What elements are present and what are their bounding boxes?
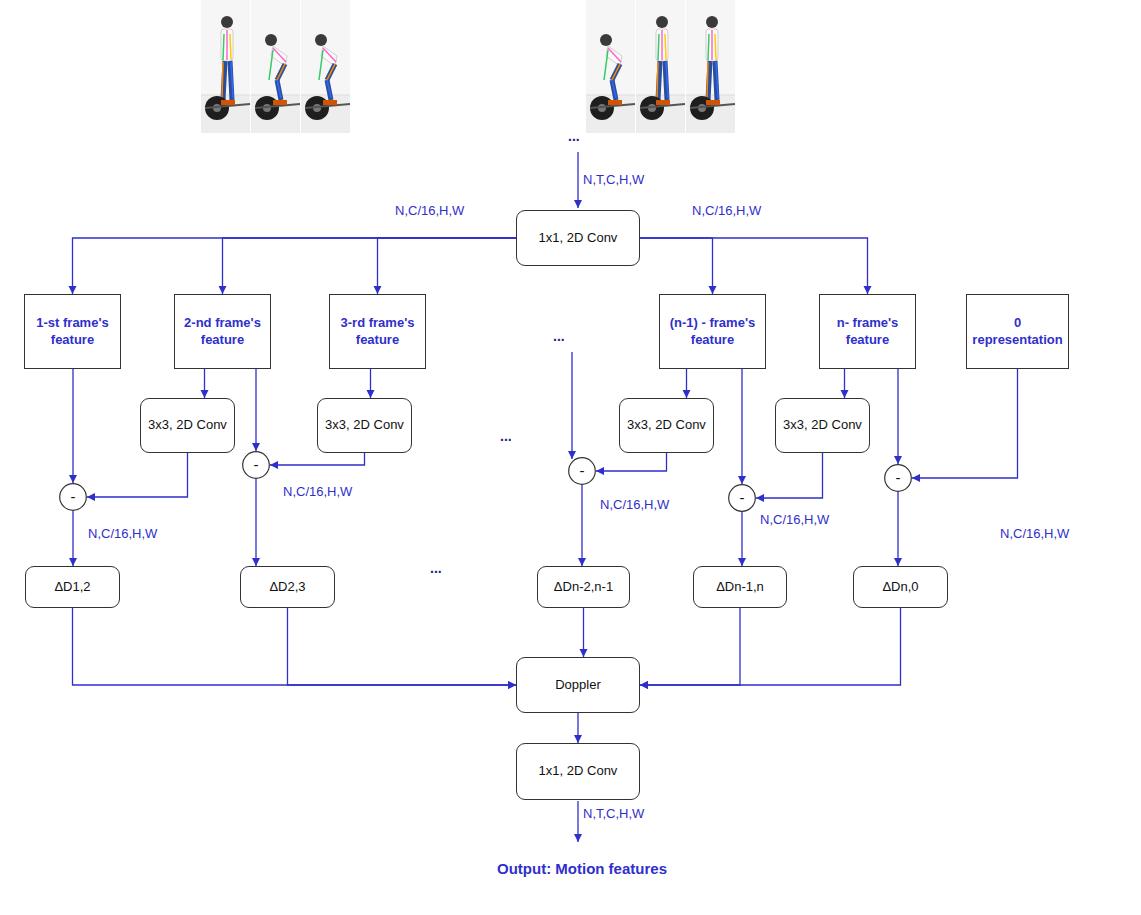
flow-arrow bbox=[640, 238, 868, 294]
node-label: 3-rd frame's feature bbox=[334, 315, 421, 348]
node-label: 1-st frame's feature bbox=[29, 315, 116, 348]
input-arrow bbox=[577, 152, 578, 208]
tensor-shape: N,C/16,H,W bbox=[692, 203, 761, 218]
flow-arrow bbox=[73, 238, 517, 294]
frame-feature-box: 3-rd frame's feature bbox=[329, 294, 426, 369]
video-frame bbox=[301, 0, 350, 133]
tensor-shape: N,T,C,H,W bbox=[583, 172, 644, 187]
video-frame bbox=[201, 0, 250, 133]
flow-arrow bbox=[223, 238, 517, 294]
operator-symbol: - bbox=[896, 470, 901, 485]
flow-arrow bbox=[370, 369, 371, 398]
node-label: (n-1) - frame's feature bbox=[664, 315, 761, 348]
video-frame bbox=[636, 0, 685, 133]
tensor-shape: N,C/16,H,W bbox=[760, 512, 829, 527]
flow-arrow bbox=[255, 369, 256, 451]
ellipsis: ... bbox=[430, 560, 442, 576]
flow-arrow bbox=[270, 453, 365, 465]
frame-feature-box: 1-st frame's feature bbox=[24, 294, 121, 369]
node-label: 1x1, 2D Conv bbox=[539, 230, 618, 246]
difference-box: ΔDn,0 bbox=[853, 566, 948, 608]
node-label: ΔD1,2 bbox=[54, 579, 90, 595]
flow-arrow bbox=[640, 608, 901, 685]
frame-feature-box: (n-1) - frame's feature bbox=[659, 294, 766, 369]
conv-box: 3x3, 2D Conv bbox=[619, 398, 714, 453]
ellipsis: ... bbox=[553, 328, 565, 344]
flow-arrow bbox=[255, 479, 256, 566]
subtract-node: - bbox=[728, 484, 756, 512]
conv-box: 3x3, 2D Conv bbox=[317, 398, 412, 453]
tensor-shape: N,C/16,H,W bbox=[88, 526, 157, 541]
frame-feature-box: 0 representation bbox=[966, 294, 1069, 369]
node-label: 2-nd frame's feature bbox=[179, 315, 266, 348]
node-label: ΔDn-2,n-1 bbox=[554, 579, 613, 595]
subtract-node: - bbox=[568, 457, 596, 485]
node-label: ΔDn,0 bbox=[882, 579, 918, 595]
node-label: 0 representation bbox=[971, 315, 1064, 348]
node-label: Doppler bbox=[555, 677, 601, 693]
node-label: 3x3, 2D Conv bbox=[627, 417, 706, 433]
flow-arrow bbox=[640, 238, 713, 294]
flow-arrow bbox=[912, 369, 1018, 478]
tensor-shape: N,C/16,H,W bbox=[283, 484, 352, 499]
video-frame bbox=[251, 0, 300, 133]
ellipsis-arrow bbox=[571, 352, 572, 459]
difference-box: ΔD1,2 bbox=[25, 566, 120, 608]
flow-arrow bbox=[741, 512, 742, 566]
flow-arrow bbox=[73, 608, 517, 685]
frame-feature-box: n- frame's feature bbox=[819, 294, 916, 369]
operator-symbol: - bbox=[71, 489, 76, 504]
difference-box: ΔDn-2,n-1 bbox=[537, 566, 630, 608]
difference-box: ΔD2,3 bbox=[240, 566, 335, 608]
flow-arrow bbox=[686, 369, 687, 398]
node-label: ΔDn-1,n bbox=[716, 579, 764, 595]
ellipsis: ... bbox=[568, 128, 580, 144]
flow-arrow bbox=[897, 492, 898, 566]
conv-box: Doppler bbox=[516, 657, 640, 713]
node-label: 3x3, 2D Conv bbox=[325, 417, 404, 433]
difference-box: ΔDn-1,n bbox=[693, 566, 787, 608]
flow-arrow bbox=[72, 511, 73, 566]
tensor-shape: N,C/16,H,W bbox=[1000, 526, 1069, 541]
frame-feature-box: 2-nd frame's feature bbox=[174, 294, 271, 369]
flow-arrow bbox=[288, 608, 517, 685]
flow-arrow bbox=[581, 485, 582, 566]
flow-arrow bbox=[378, 238, 517, 294]
node-label: 3x3, 2D Conv bbox=[783, 417, 862, 433]
tensor-shape: N,C/16,H,W bbox=[600, 497, 669, 512]
flow-arrow bbox=[844, 369, 845, 398]
conv-box: 3x3, 2D Conv bbox=[140, 398, 235, 453]
subtract-node: - bbox=[884, 464, 912, 492]
flow-arrow bbox=[72, 369, 73, 483]
flow-arrow bbox=[204, 369, 205, 398]
node-label: n- frame's feature bbox=[824, 315, 911, 348]
flow-arrow bbox=[583, 608, 584, 657]
flow-arrow bbox=[596, 453, 667, 471]
conv-box: 1x1, 2D Conv bbox=[516, 743, 640, 800]
operator-symbol: - bbox=[254, 457, 259, 472]
subtract-node: - bbox=[242, 451, 270, 479]
ellipsis: ... bbox=[500, 428, 512, 444]
flow-arrow bbox=[577, 713, 578, 743]
conv-box: 1x1, 2D Conv bbox=[516, 210, 640, 266]
flow-arrow bbox=[741, 369, 742, 484]
node-label: 3x3, 2D Conv bbox=[148, 417, 227, 433]
output-caption: Output: Motion features bbox=[497, 860, 667, 877]
video-frame bbox=[586, 0, 635, 133]
node-label: 1x1, 2D Conv bbox=[539, 763, 618, 779]
flow-arrow bbox=[87, 453, 188, 497]
operator-symbol: - bbox=[740, 490, 745, 505]
operator-symbol: - bbox=[580, 463, 585, 478]
subtract-node: - bbox=[59, 483, 87, 511]
tensor-shape: N,C/16,H,W bbox=[395, 203, 464, 218]
output-arrow bbox=[577, 801, 578, 842]
flow-arrow bbox=[897, 369, 898, 464]
node-label: ΔD2,3 bbox=[269, 579, 305, 595]
tensor-shape: N,T,C,H,W bbox=[583, 806, 644, 821]
conv-box: 3x3, 2D Conv bbox=[775, 398, 870, 453]
flow-arrow bbox=[756, 453, 823, 498]
flow-arrow bbox=[640, 608, 740, 685]
video-frame bbox=[686, 0, 735, 133]
